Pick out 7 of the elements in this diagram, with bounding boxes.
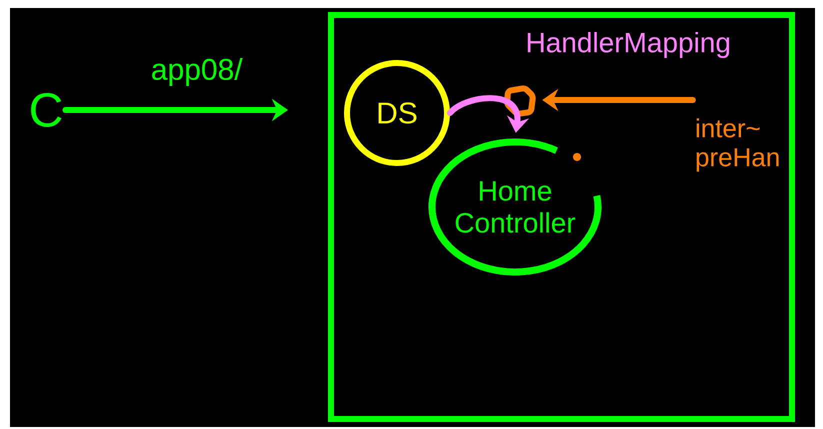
circle-node: DS [344,60,450,166]
note-text: inter~ preHan [696,118,779,172]
edge-label: app08/ [152,58,243,86]
scribble-mark [504,85,536,117]
letter-label: C [31,93,62,127]
component-label: HandlerMapping [528,32,730,58]
container-box [328,12,795,422]
